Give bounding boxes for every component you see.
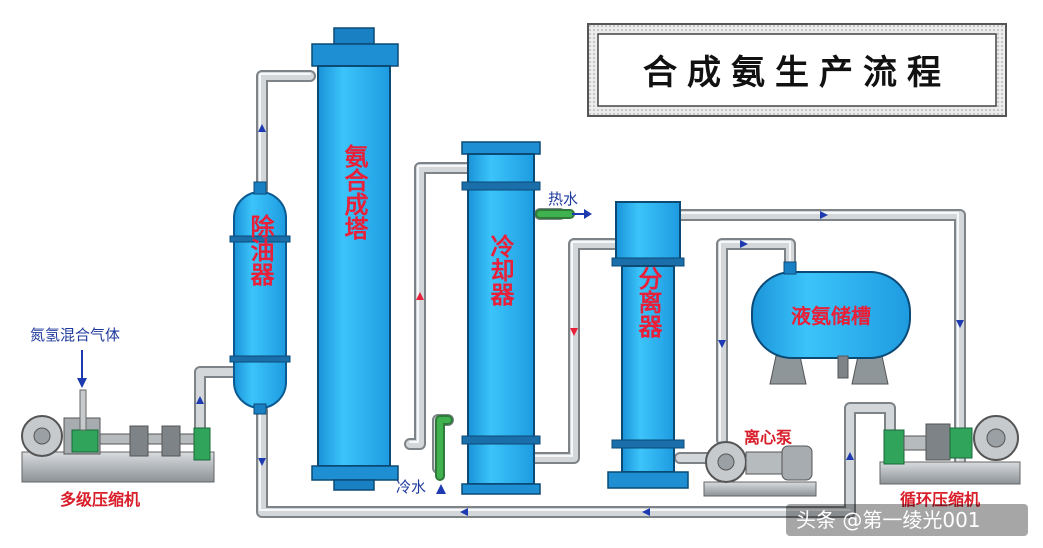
synthesis-tower	[311, 27, 399, 491]
flow-arrows-red	[416, 292, 578, 336]
separator	[607, 201, 689, 489]
cold-water-label: 冷水	[396, 478, 426, 496]
feed-gas-label: 氮氢混合气体	[30, 326, 120, 344]
hot-water-arrowhead	[584, 209, 592, 219]
hot-water-label: 热水	[548, 190, 578, 208]
multistage-compressor	[21, 415, 215, 483]
storage-tank	[751, 261, 911, 385]
separator-label: 分离器	[634, 266, 663, 338]
cooler-label: 冷却器	[486, 233, 515, 306]
circulation-compressor	[879, 415, 1021, 485]
feed-gas-pipe	[79, 389, 87, 431]
cooler	[461, 141, 541, 495]
flow-arrows	[196, 124, 964, 516]
oil-separator	[229, 181, 291, 415]
centrifugal-pump-label: 离心泵	[744, 428, 792, 447]
centrifugal-pump	[703, 441, 817, 497]
circulation-compressor-label: 循环压缩机	[900, 490, 980, 509]
watermark-text: 头条 @第一绫光001	[796, 508, 981, 532]
oil-separator-label: 除油器	[246, 213, 275, 286]
page-title: 合成氨生产流程	[643, 53, 951, 93]
watermark: 头条 @第一绫光001	[786, 504, 1028, 536]
cold-water-arrowhead	[436, 484, 446, 494]
multistage-compressor-label: 多级压缩机	[60, 490, 140, 509]
synthesis-tower-label: 氨合成塔	[340, 144, 368, 240]
title-box: 合成氨生产流程	[587, 23, 1007, 117]
feed-gas-arrowhead	[77, 378, 87, 388]
pipe-network	[194, 70, 966, 518]
equipment-labels: 除油器 氨合成塔 冷却器 分离器 液氨储槽 离心泵 多级压缩机 循环压缩机	[60, 144, 980, 509]
stream-labels: 氮氢混合气体 热水 冷水	[30, 190, 592, 496]
storage-tank-label: 液氨储槽	[791, 304, 871, 328]
